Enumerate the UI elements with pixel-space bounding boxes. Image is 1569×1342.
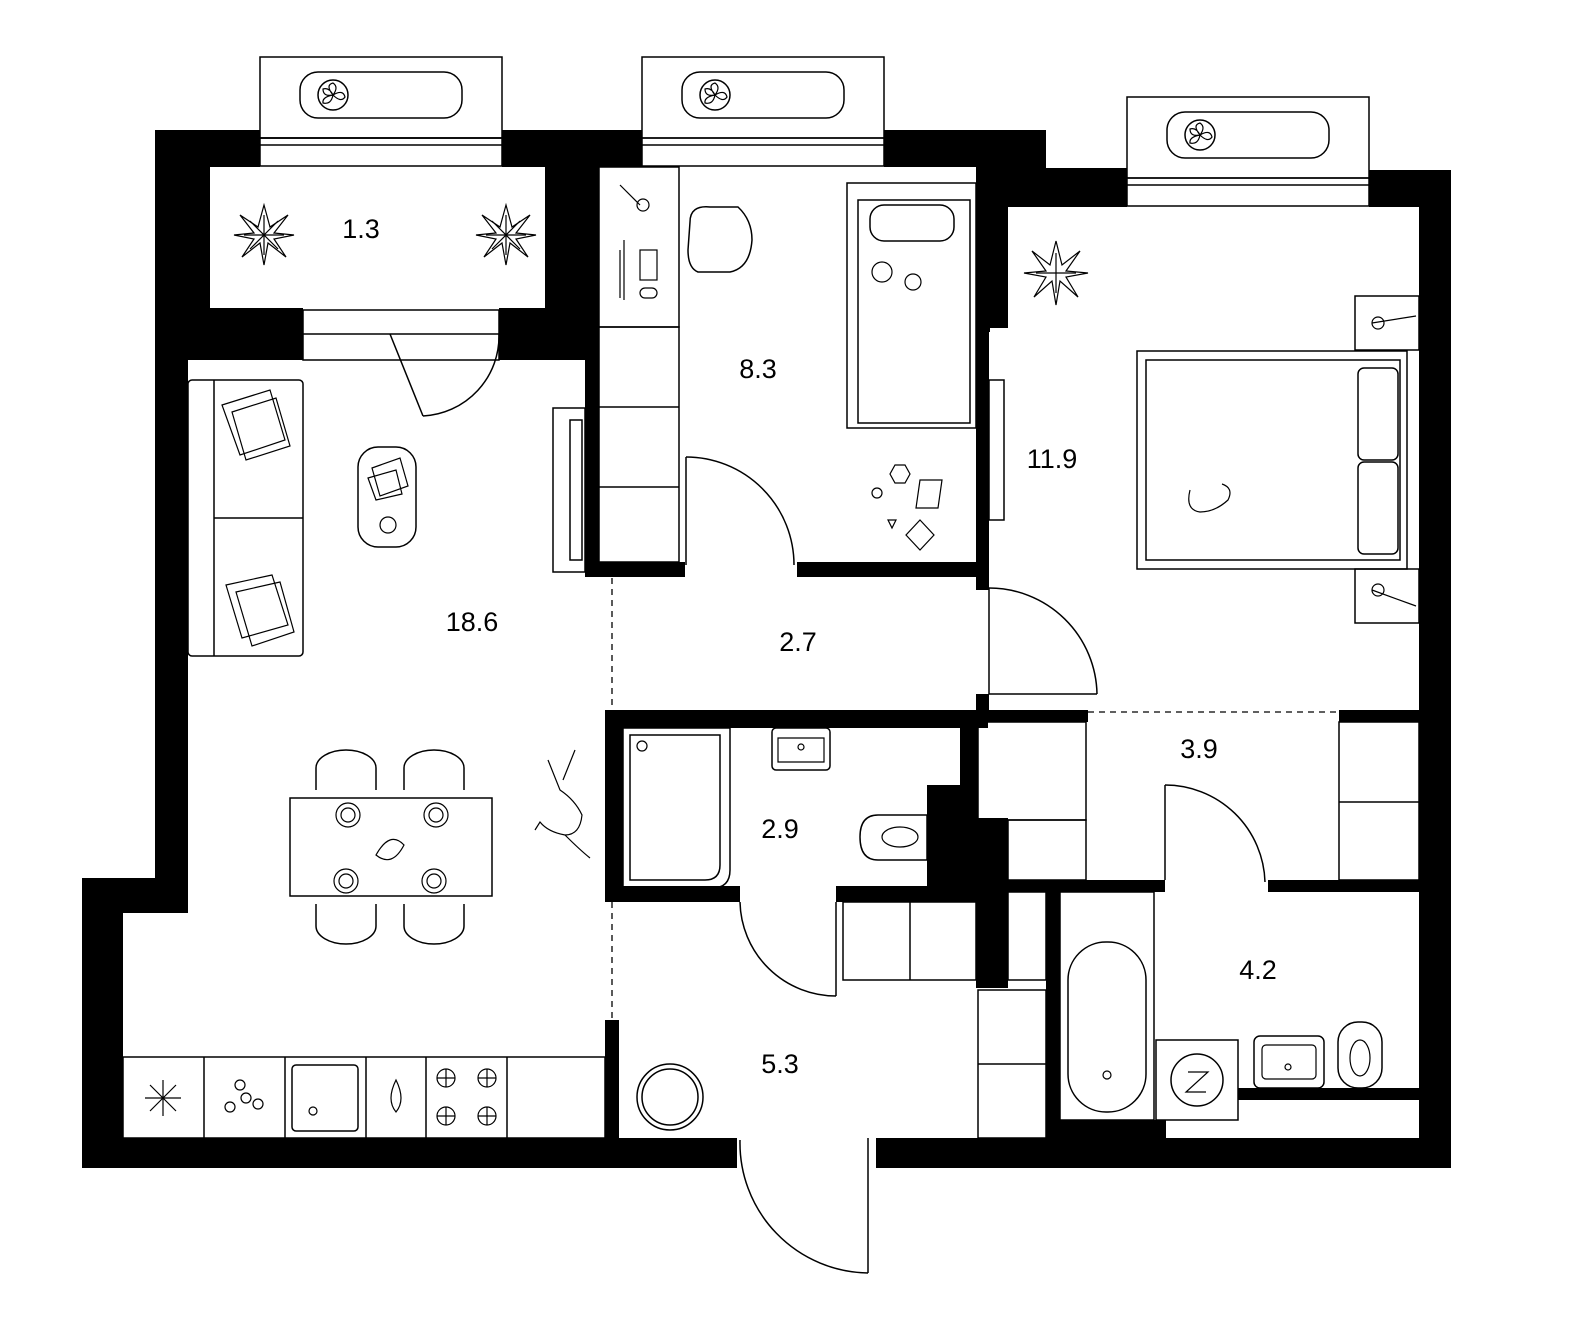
room-area-living-kitchen: 18.6	[446, 607, 499, 637]
closet-right	[1338, 721, 1420, 881]
toilet-2	[1337, 1021, 1383, 1089]
walls	[82, 130, 1451, 1168]
toilet	[859, 814, 928, 861]
hall-wardrobe-2	[977, 989, 1047, 1139]
room-area-hallway: 5.3	[761, 1049, 799, 1079]
room-area-bathroom: 2.9	[761, 814, 799, 844]
room-area-wardrobe-hall: 3.9	[1180, 734, 1218, 764]
round-rug	[636, 1063, 704, 1131]
stove-icon	[436, 1068, 497, 1126]
closet-left	[977, 721, 1087, 881]
hall-wardrobe	[842, 901, 977, 981]
cat-icon	[534, 749, 591, 859]
room-area-bedroom: 11.9	[1027, 444, 1078, 474]
bathtub	[1059, 891, 1155, 1121]
bedroom-door	[988, 587, 1098, 695]
entrance-door	[739, 1138, 869, 1274]
room-area-kids-room: 8.3	[739, 354, 777, 384]
toys-icon	[871, 464, 943, 551]
bathroom-door	[739, 901, 837, 997]
dining-table	[289, 749, 493, 945]
snowflake-icon	[145, 1080, 181, 1116]
fan-icon	[317, 79, 349, 111]
washbasin-2	[1253, 1035, 1325, 1089]
closet-small	[1007, 891, 1047, 981]
window-planter-left	[259, 56, 503, 167]
desk	[598, 166, 680, 563]
room-area-corridor: 2.7	[779, 627, 817, 657]
window-planter-right	[1126, 96, 1370, 207]
fan-icon	[1184, 119, 1216, 151]
plant-icon	[233, 202, 295, 266]
bedroom-tv	[988, 379, 1005, 521]
plant-icon	[475, 202, 537, 266]
coffee-table	[357, 446, 417, 548]
washing-machine	[1155, 1039, 1239, 1121]
room-area-bathroom-2: 4.2	[1239, 955, 1277, 985]
kids-room-door	[685, 456, 795, 566]
window-planter-middle	[641, 56, 885, 167]
hood-icon	[390, 1078, 402, 1113]
tv-unit	[552, 407, 586, 573]
wardrobe-hall-door	[1164, 784, 1266, 883]
sink-icon	[291, 1064, 359, 1132]
kids-bed	[846, 182, 977, 429]
kitchen-counter	[122, 1056, 606, 1139]
balcony-door-frame	[302, 309, 500, 417]
shower-tray	[622, 727, 731, 889]
nightstand	[1354, 568, 1420, 624]
fan-icon	[699, 79, 731, 111]
plant-icon	[1023, 240, 1089, 306]
dishes-icon	[224, 1079, 264, 1113]
washbasin	[771, 727, 831, 771]
sofa	[187, 379, 304, 657]
double-bed	[1136, 350, 1408, 570]
desk-chair	[687, 206, 753, 273]
room-area-balcony: 1.3	[342, 214, 380, 244]
nightstand	[1354, 295, 1420, 351]
